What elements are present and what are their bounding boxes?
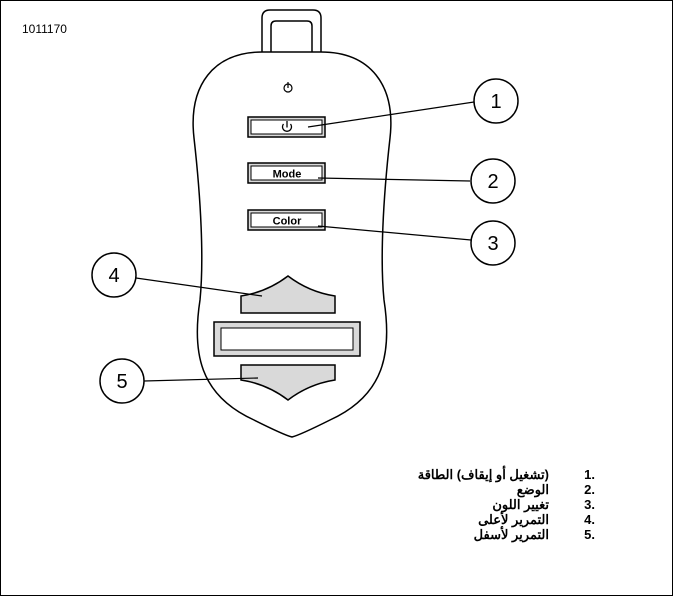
legend-item: 1. (تشغيل أو إيقاف) الطاقة [418,467,595,482]
callout-4-circle [91,252,137,298]
callout-2-leader [317,177,471,182]
legend-number: 5. [584,527,595,542]
callout-5-circle [99,358,145,404]
scroll-down-button[interactable] [240,364,336,401]
callout-3-number: 3 [487,233,498,255]
callout-1-leader [307,101,475,128]
legend-number: 3. [584,497,595,512]
legend-item: 4. التمرير لأعلى [418,512,595,527]
legend-number: 4. [584,512,595,527]
scroll-up-button[interactable] [240,275,336,314]
color-button[interactable]: Color [247,209,326,231]
legend-item: 5. التمرير لأسفل [418,527,595,542]
keyring-loop [261,9,322,64]
legend-text: الوضع [516,482,549,497]
callout-2-number: 2 [487,171,498,193]
power-icon [281,121,293,132]
legend-number: 1. [584,467,595,482]
legend-text: تغيير اللون [492,497,549,512]
indicator-power-icon [283,82,293,93]
figure-id: 1011170 [22,22,67,36]
callout-1-circle [473,78,519,124]
callout-5-number: 5 [116,371,127,393]
callout-4-leader [135,277,263,297]
callout-1-number: 1 [490,91,501,113]
callout-3-leader [317,225,472,241]
power-button[interactable] [247,116,326,138]
legend: 1. (تشغيل أو إيقاف) الطاقة 2. الوضع 3. ت… [418,467,595,542]
callout-4-number: 4 [108,265,119,287]
callout-2-circle [470,158,516,204]
center-bar-inset [220,327,354,351]
legend-text: التمرير لأعلى [478,512,549,527]
color-button-label: Color [273,216,302,228]
legend-number: 2. [584,482,595,497]
legend-text: (تشغيل أو إيقاف) الطاقة [417,467,549,482]
legend-text: التمرير لأسفل [473,527,549,542]
legend-item: 3. تغيير اللون [418,497,595,512]
callout-5-leader [143,377,259,382]
mode-button-label: Mode [273,169,302,181]
mode-button[interactable]: Mode [247,162,326,184]
legend-item: 2. الوضع [418,482,595,497]
callout-3-circle [470,220,516,266]
